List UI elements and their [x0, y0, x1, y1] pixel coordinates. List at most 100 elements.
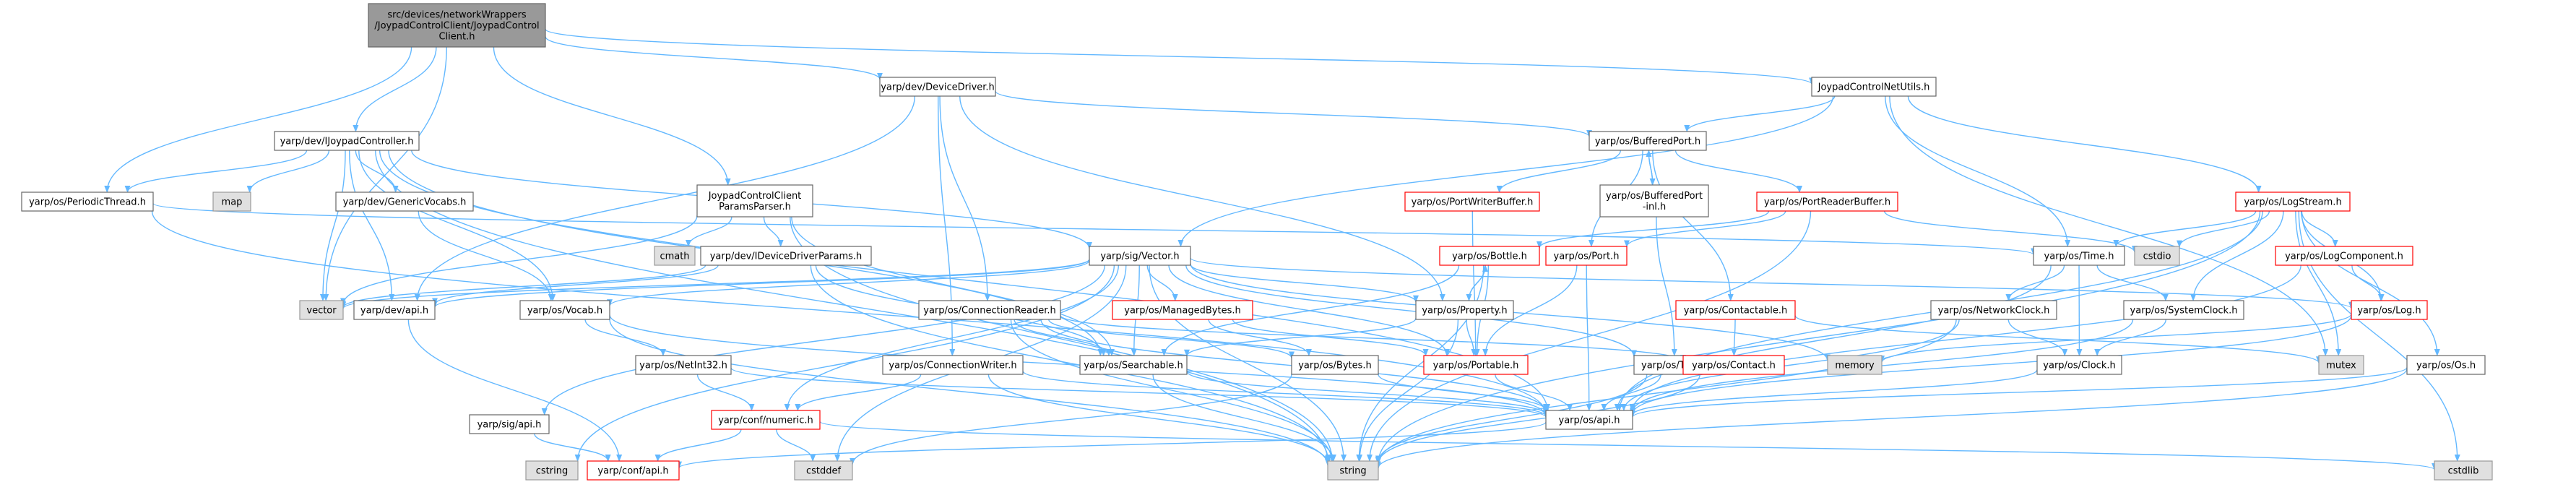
node-box: [1089, 246, 1191, 266]
edge-connection_reader-to-bytes: [1048, 319, 1295, 359]
edge-port_writer_buffer-to-portable: [1471, 210, 1479, 356]
node-label: yarp/os/Vocab.h: [527, 306, 602, 317]
edge-params_parser-to-cmath: [686, 216, 732, 247]
node-searchable[interactable]: yarp/os/Searchable.h: [1079, 355, 1188, 375]
node-box: [654, 246, 696, 266]
node-device-driver[interactable]: yarp/dev/DeviceDriver.h: [879, 77, 996, 97]
node-box: [368, 3, 546, 48]
node-idevice-driver-params[interactable]: yarp/dev/IDeviceDriverParams.h: [700, 246, 872, 266]
node-log-stream[interactable]: yarp/os/LogStream.h: [2235, 191, 2351, 212]
edge-os_os-to-string: [1375, 369, 2408, 469]
node-generic-vocabs[interactable]: yarp/dev/GenericVocabs.h: [335, 191, 474, 212]
node-log-component[interactable]: yarp/os/LogComponent.h: [2275, 246, 2413, 266]
edge-device_driver-to-connection_reader: [939, 95, 990, 301]
node-property[interactable]: yarp/os/Property.h: [1415, 300, 1514, 320]
edge-os_api-to-conf_api: [676, 421, 1547, 469]
node-label: yarp/os/PortReaderBuffer.h: [1764, 197, 1890, 208]
node-label: yarp/os/PeriodicThread.h: [29, 197, 146, 208]
node-managed-bytes[interactable]: yarp/os/ManagedBytes.h: [1112, 300, 1253, 320]
node-sig-vector[interactable]: yarp/sig/Vector.h: [1089, 246, 1191, 266]
edge-bytes-to-os_api: [1378, 374, 1549, 412]
edge-netint32-to-conf_numeric: [696, 374, 755, 411]
edge-port_reader_buffer-to-port: [1624, 210, 1786, 248]
node-label: yarp/os/NetInt32.h: [639, 361, 727, 371]
edge-joypad_net_utils-to-mutex: [1889, 95, 2329, 356]
node-joypad-net-utils[interactable]: JoypadControlNetUtils.h: [1811, 77, 1937, 97]
node-connection-writer[interactable]: yarp/os/ConnectionWriter.h: [882, 355, 1024, 375]
node-label: yarp/os/Contact.h: [1692, 361, 1776, 371]
node-bottle[interactable]: yarp/os/Bottle.h: [1439, 246, 1540, 266]
node-vocab[interactable]: yarp/os/Vocab.h: [519, 300, 610, 320]
node-system-clock[interactable]: yarp/os/SystemClock.h: [2123, 300, 2244, 320]
node-periodic-thread[interactable]: yarp/os/PeriodicThread.h: [21, 191, 154, 212]
node-box: [21, 191, 154, 212]
node-ijoypad[interactable]: yarp/dev/IJoypadController.h: [274, 131, 420, 151]
node-conf-numeric[interactable]: yarp/conf/numeric.h: [711, 410, 821, 430]
node-box: [1545, 410, 1633, 430]
node-label: yarp/dev/GenericVocabs.h: [343, 197, 467, 208]
node-root[interactable]: src/devices/networkWrappers/JoypadContro…: [368, 3, 546, 48]
node-buffered-port[interactable]: yarp/os/BufferedPort.h: [1589, 131, 1707, 151]
edge-clock-to-os_api: [1630, 369, 2038, 416]
edge-network_clock-to-os_api: [1620, 319, 1960, 411]
edge-buffered_port_inl-to-type: [1656, 216, 1677, 356]
node-netint32[interactable]: yarp/os/NetInt32.h: [635, 355, 732, 375]
edge-port-to-portable: [1482, 264, 1578, 356]
node-conf-api[interactable]: yarp/conf/api.h: [587, 460, 680, 481]
node-connection-reader[interactable]: yarp/os/ConnectionReader.h: [918, 300, 1061, 320]
edge-log-to-memory: [1879, 314, 2352, 363]
edge-log_stream-to-log_component: [2301, 210, 2338, 247]
node-box: [1545, 246, 1628, 266]
node-contact[interactable]: yarp/os/Contact.h: [1682, 355, 1785, 375]
node-label: Client.h: [438, 32, 475, 43]
node-sig-api[interactable]: yarp/sig/api.h: [469, 414, 550, 434]
edge-idevice_driver_params-to-dev_api: [432, 264, 719, 306]
edge-ijoypad-to-periodic_thread: [124, 150, 308, 193]
node-os-os[interactable]: yarp/os/Os.h: [2406, 355, 2486, 375]
node-time[interactable]: yarp/os/Time.h: [2033, 246, 2125, 266]
node-box: [1589, 131, 1707, 151]
node-label: yarp/os/Port.h: [1554, 251, 1620, 262]
node-label: cstring: [536, 466, 568, 477]
edge-log_stream-to-string: [1375, 210, 2261, 464]
node-box: [1291, 355, 1379, 375]
node-box: [696, 184, 813, 218]
node-os-api[interactable]: yarp/os/api.h: [1545, 410, 1633, 430]
edge-root-to-vector: [323, 46, 447, 301]
edge-idevice_driver_params-to-vector: [340, 264, 706, 309]
node-label: yarp/os/ConnectionReader.h: [923, 306, 1056, 317]
edge-sig_vector-to-dev_api: [432, 259, 1090, 308]
node-box: [1930, 300, 2057, 320]
node-box: [2434, 460, 2493, 481]
edge-searchable-to-string: [1152, 374, 1336, 462]
edge-ijoypad-to-vector: [319, 150, 346, 301]
node-buffered-port-inl[interactable]: yarp/os/BufferedPort-inl.h: [1599, 184, 1709, 218]
node-box: [1599, 184, 1709, 218]
node-clock[interactable]: yarp/os/Clock.h: [2036, 355, 2122, 375]
edge-dev_api-to-conf_api: [407, 319, 623, 462]
node-bytes[interactable]: yarp/os/Bytes.h: [1291, 355, 1379, 375]
node-label: yarp/dev/IJoypadController.h: [280, 137, 414, 147]
edge-managed_bytes-to-bytes: [1208, 319, 1312, 356]
edge-sig_vector-to-managed_bytes: [1146, 264, 1178, 301]
node-network-clock[interactable]: yarp/os/NetworkClock.h: [1930, 300, 2057, 320]
node-port-writer-buffer[interactable]: yarp/os/PortWriterBuffer.h: [1404, 191, 1540, 212]
edge-sig_vector-to-vocab: [607, 259, 1090, 307]
node-port[interactable]: yarp/os/Port.h: [1545, 246, 1628, 266]
node-box: [1327, 460, 1379, 481]
node-label: cstdio: [2143, 251, 2171, 262]
node-port-reader-buffer[interactable]: yarp/os/PortReaderBuffer.h: [1756, 191, 1898, 212]
edge-joypad_net_utils-to-sig_vector: [1177, 95, 1834, 247]
node-dev-api[interactable]: yarp/dev/api.h: [353, 300, 436, 320]
edge-conf_numeric-to-cstdlib: [819, 421, 2437, 470]
node-contactable[interactable]: yarp/os/Contactable.h: [1675, 300, 1796, 320]
node-label: vector: [306, 306, 337, 317]
node-label: map: [222, 197, 243, 208]
node-log[interactable]: yarp/os/Log.h: [2351, 300, 2428, 320]
node-portable[interactable]: yarp/os/Portable.h: [1423, 355, 1529, 375]
edge-log_stream-to-system_clock: [2190, 210, 2284, 301]
edge-searchable-to-os_api: [1186, 371, 1549, 416]
node-label: yarp/os/ConnectionWriter.h: [889, 361, 1016, 371]
